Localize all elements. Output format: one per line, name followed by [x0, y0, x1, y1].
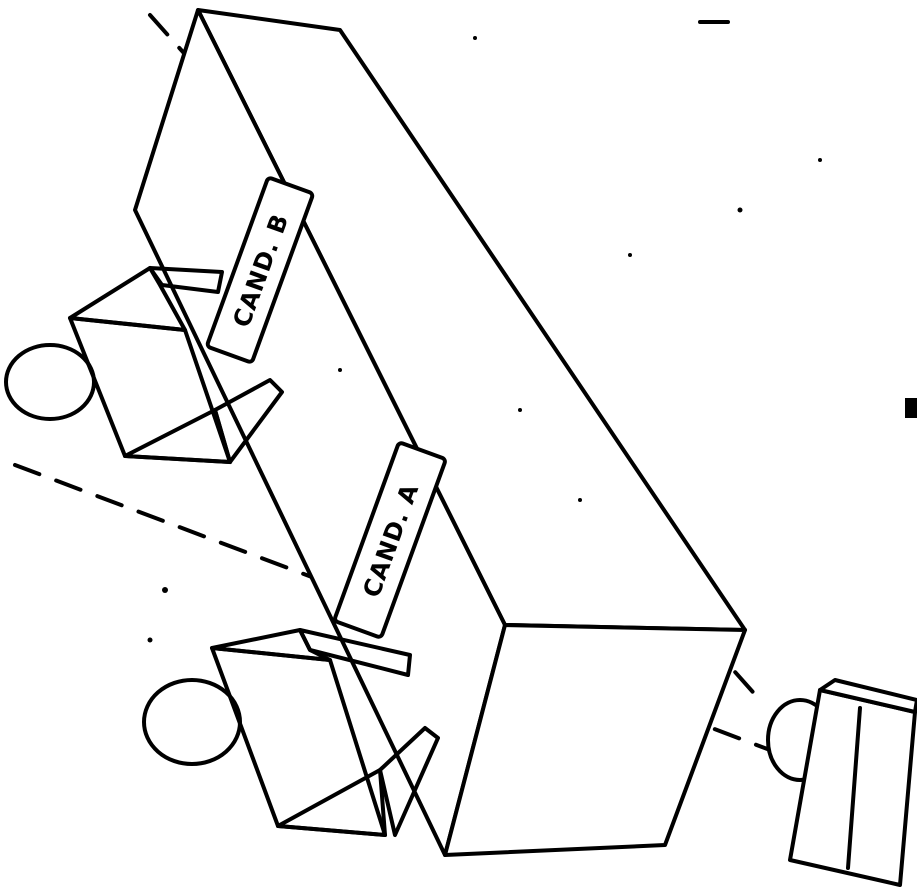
- debate-table: [133, 8, 747, 857]
- sign-b-plate: [205, 176, 315, 364]
- candidate-a-seat: [142, 628, 440, 837]
- scan-specks: [147, 20, 917, 643]
- candidate-b-armrest-upper: [148, 266, 224, 294]
- candidate-a-armrest-post: [378, 726, 440, 837]
- candidate-a-armrest-lower: [276, 768, 387, 837]
- candidate-b-seat: [4, 266, 284, 464]
- sign-a-plate: [333, 441, 447, 639]
- camera-body-edge: [846, 706, 862, 870]
- candidate-a-head: [142, 678, 242, 766]
- candidate-b-armrest-post: [213, 378, 284, 464]
- table-end-face: [443, 623, 747, 857]
- tv-camera: [766, 678, 917, 887]
- camera-body-top: [818, 678, 917, 714]
- candidate-a-armrest-upper: [298, 628, 412, 677]
- candidate-b-head: [4, 343, 96, 421]
